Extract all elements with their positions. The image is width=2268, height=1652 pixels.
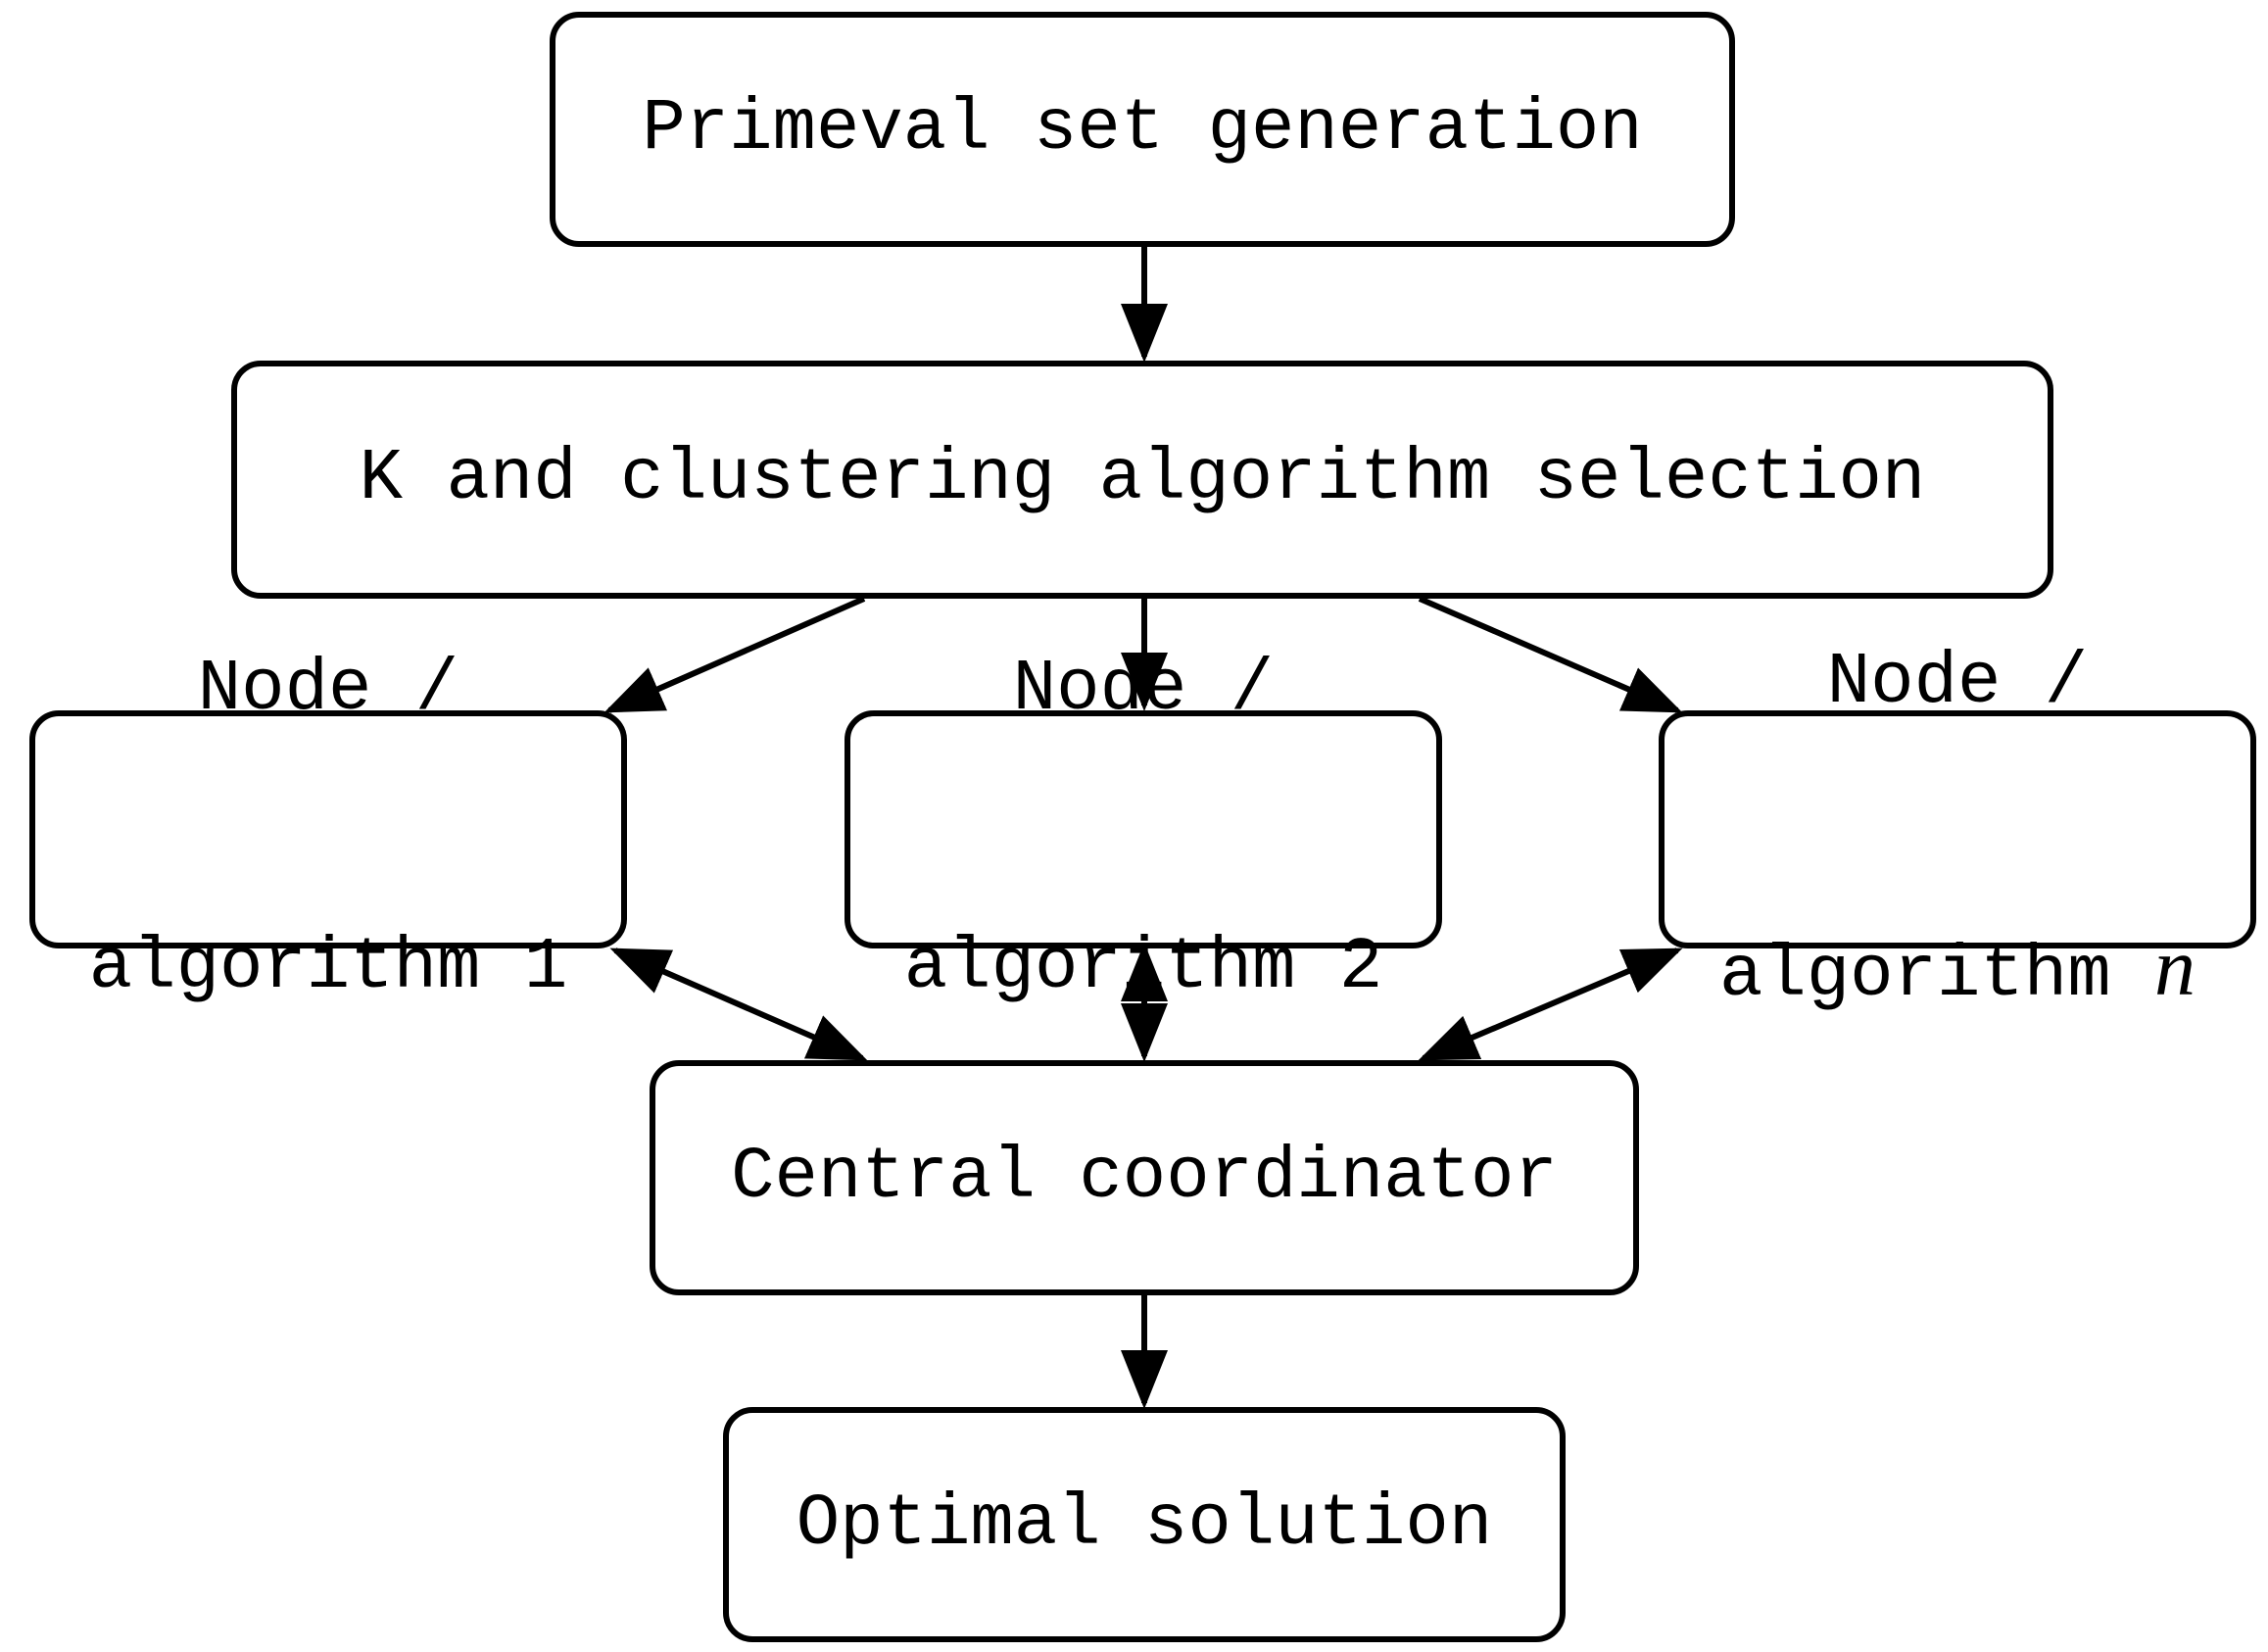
edge-node1-coordinator (609, 947, 868, 1061)
edge-selection-to-noden (1418, 596, 1683, 713)
central-coordinator-box: Central coordinator (650, 1060, 1639, 1295)
node-algorithm-n-variable: n (2154, 921, 2196, 1013)
primeval-set-generation-box: Primeval set generation (550, 12, 1735, 247)
edge-selection-to-node1 (603, 596, 866, 713)
central-coordinator-label: Central coordinator (731, 1136, 1558, 1219)
node-algorithm-1-line2: algorithm 1 (88, 927, 568, 1010)
node-algorithm-1-box: Node / algorithm 1 (29, 649, 627, 1009)
node-algorithm-2-box: Node / algorithm 2 (844, 649, 1442, 1009)
node-algorithm-1-line1: Node / (197, 649, 459, 732)
k-and-clustering-selection-box: K and clustering algorithm selection (231, 361, 2053, 599)
optimal-solution-label: Optimal solution (796, 1482, 1493, 1566)
node-algorithm-2-line2: algorithm 2 (903, 927, 1383, 1010)
node-algorithm-n-box: Node / algorithm n (1659, 642, 2256, 1017)
k-and-clustering-selection-label: K and clustering algorithm selection (359, 438, 1926, 521)
edge-noden-coordinator (1418, 947, 1683, 1061)
optimal-solution-box: Optimal solution (723, 1407, 1566, 1642)
node-algorithm-2-line1: Node / (1012, 649, 1275, 732)
node-algorithm-n-line2: algorithm n (1719, 915, 2196, 1023)
node-algorithm-n-line2-text: algorithm (1718, 934, 2155, 1017)
primeval-set-generation-label: Primeval set generation (642, 87, 1643, 170)
node-algorithm-n-line1: Node / (1826, 641, 2089, 724)
